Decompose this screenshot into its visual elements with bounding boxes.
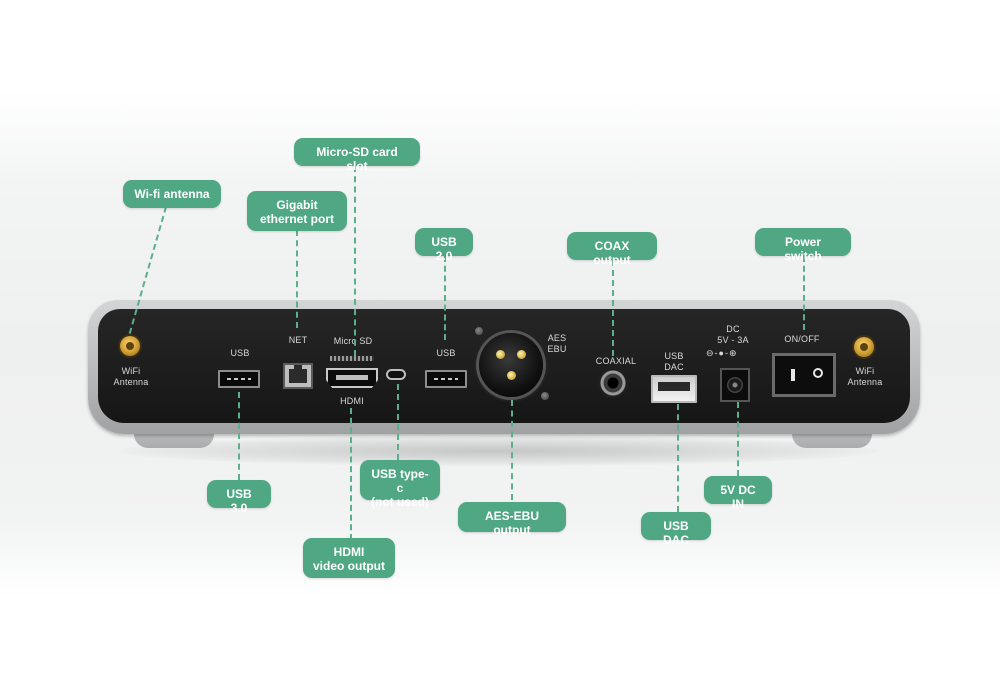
ethernet-port	[283, 363, 313, 389]
usb-dac-port	[651, 375, 697, 403]
callout-microsd-slot: Micro-SD card slot	[294, 138, 420, 173]
hdmi-label: HDMI	[340, 396, 364, 406]
device-shadow	[118, 436, 878, 466]
xlr-screw-top	[475, 327, 483, 335]
wifi-antenna-left-label: WiFi Antenna	[113, 366, 149, 387]
callout-usb-type-c: USB type-c (not used)	[360, 460, 440, 509]
dc-label: DC 5V - 3A	[717, 324, 749, 345]
wifi-antenna-right-label: WiFi Antenna	[847, 366, 883, 387]
aes-ebu-label: AES EBU	[547, 333, 567, 354]
callout-power-switch: Power switch	[755, 228, 851, 263]
power-rocker-switch[interactable]	[772, 353, 836, 397]
callout-usb-dac: USB DAC	[641, 512, 711, 547]
leader-line-power	[803, 256, 805, 330]
net-label: NET	[288, 335, 308, 345]
leader-line-ethernet	[296, 230, 298, 328]
callout-gigabit-ethernet: Gigabit ethernet port	[247, 191, 347, 231]
leader-line-coax	[612, 260, 614, 356]
usb-dac-label: USB DAC	[664, 351, 684, 372]
leader-line-usb30	[238, 392, 240, 480]
leader-line-dcin	[737, 402, 739, 476]
leader-line-usbc	[397, 384, 399, 460]
usb-3-port	[218, 370, 260, 388]
callout-usb20: USB 2.0	[415, 228, 473, 263]
wifi-antenna-left-connector	[120, 336, 140, 356]
usb-2-port	[425, 370, 467, 388]
usb-c-port	[386, 369, 406, 380]
leader-line-microsd	[354, 166, 356, 356]
microsd-slot	[330, 356, 374, 361]
leader-line-aes	[511, 400, 513, 500]
aes-ebu-xlr-connector	[479, 333, 543, 397]
callout-hdmi-video-output: HDMI video output	[303, 538, 395, 578]
coaxial-label: COAXIAL	[595, 356, 637, 366]
wifi-antenna-right-connector	[854, 337, 874, 357]
leader-line-hdmi	[350, 408, 352, 540]
dc-power-jack	[720, 368, 750, 402]
microsd-label: Micro SD	[333, 336, 373, 346]
callout-wifi-antenna: Wi-fi antenna	[123, 180, 221, 208]
hdmi-port	[326, 368, 378, 388]
usb-left-label: USB	[230, 348, 250, 358]
xlr-screw-bottom	[541, 392, 549, 400]
callout-aes-ebu-output: AES-EBU output	[458, 502, 566, 537]
coaxial-rca-jack	[598, 368, 628, 398]
leader-line-usbdac	[677, 404, 679, 512]
callout-5v-dc-in: 5V DC IN	[704, 476, 772, 511]
onoff-label: ON/OFF	[784, 334, 820, 344]
callout-coax-output: COAX output	[567, 232, 657, 267]
dc-polarity-symbol: ⊖-●-⊕	[706, 348, 738, 358]
callout-usb30: USB 3.0	[207, 480, 271, 515]
leader-line-usb20	[444, 256, 446, 340]
usb-mid-label: USB	[436, 348, 456, 358]
